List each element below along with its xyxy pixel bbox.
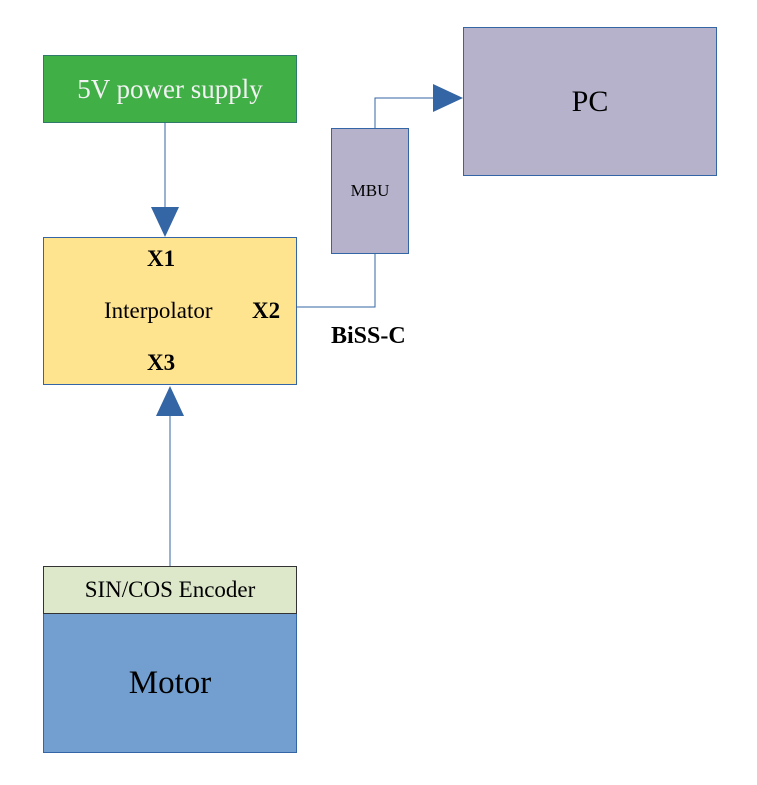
protocol-label: BiSS-C bbox=[331, 323, 406, 349]
mbu-block: MBU bbox=[331, 128, 409, 254]
port-x3-label: X3 bbox=[147, 350, 176, 375]
arrow-right-icon bbox=[433, 84, 463, 112]
motor-label: Motor bbox=[128, 664, 212, 701]
motor-block: Motor bbox=[43, 613, 297, 753]
interpolator-block bbox=[43, 237, 297, 385]
interpolator-label: Interpolator bbox=[104, 298, 213, 323]
interpolator-to-mbu-line bbox=[297, 254, 376, 308]
mbu-label: MBU bbox=[350, 181, 390, 200]
encoder-block: SIN/COS Encoder bbox=[43, 566, 297, 614]
port-x2-label: X2 bbox=[252, 298, 281, 323]
mbu-to-pc-line bbox=[374, 97, 435, 128]
power-supply-block: 5V power supply bbox=[43, 55, 297, 123]
port-x1-label: X1 bbox=[147, 246, 176, 271]
arrow-up-icon bbox=[156, 386, 184, 416]
arrow-down-icon bbox=[151, 207, 179, 237]
pc-block: PC bbox=[463, 27, 717, 176]
power-supply-label: 5V power supply bbox=[77, 73, 263, 104]
pc-label: PC bbox=[571, 84, 609, 118]
encoder-label: SIN/COS Encoder bbox=[84, 577, 256, 602]
